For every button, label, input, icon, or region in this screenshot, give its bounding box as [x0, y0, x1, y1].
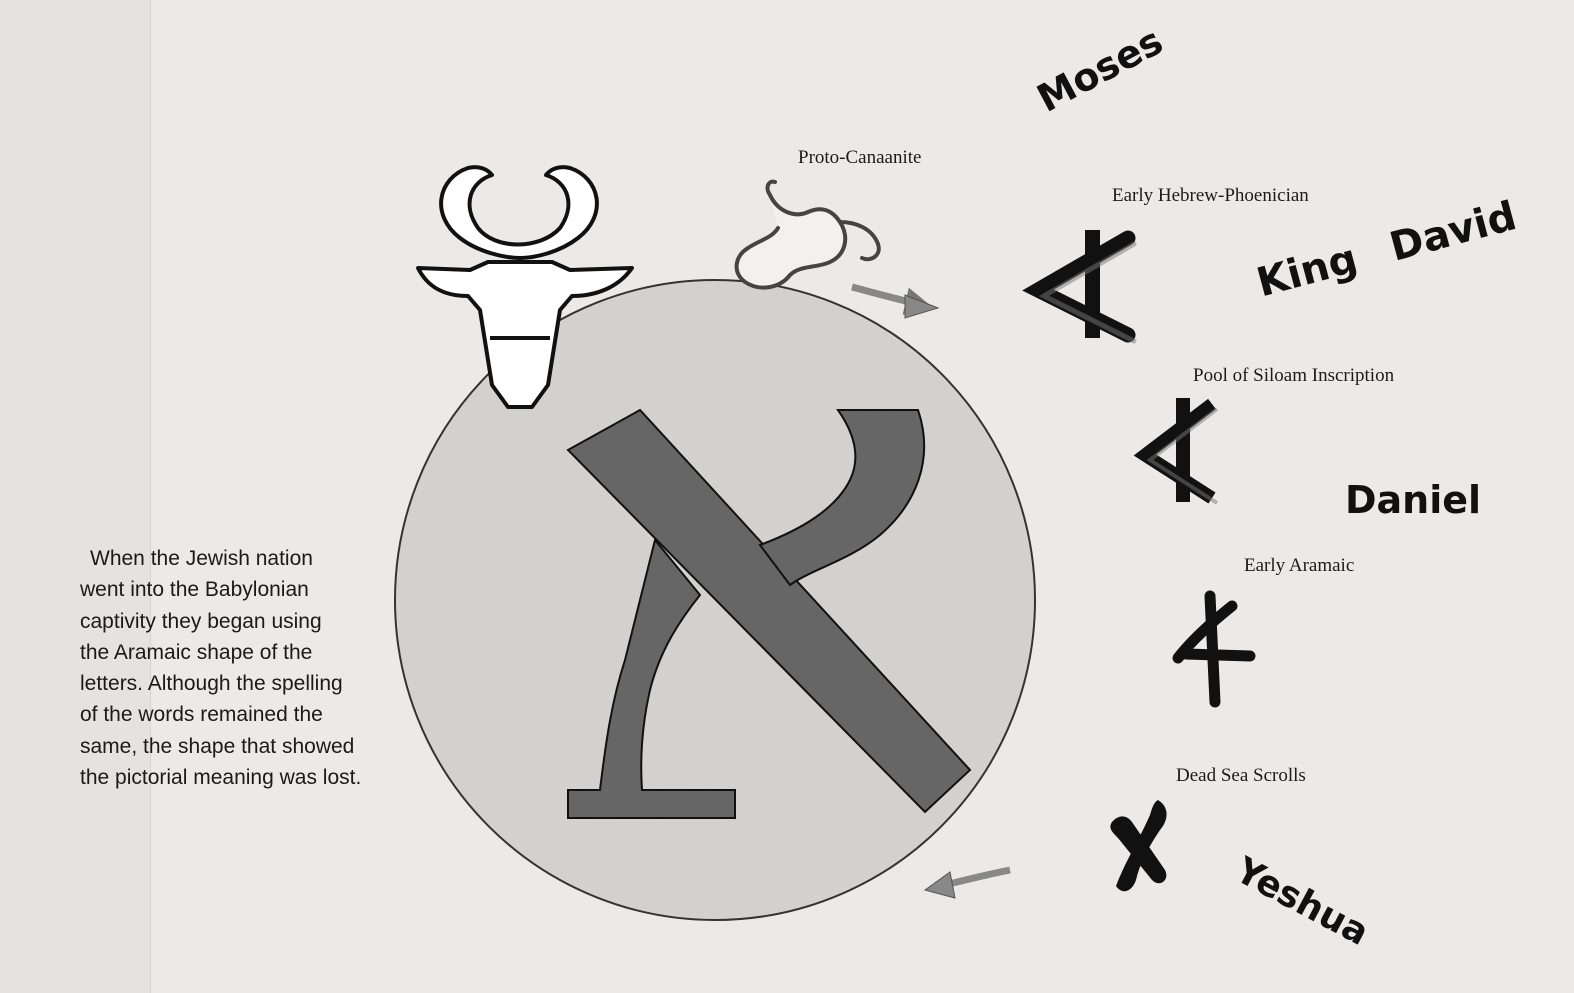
label-proto-canaanite: Proto-Canaanite [798, 147, 921, 169]
caption-line: same, the shape that showed [80, 731, 440, 762]
pool-of-siloam-aleph-glyph [1145, 398, 1217, 503]
caption-paragraph: When the Jewish nation went into the Bab… [80, 543, 440, 793]
label-dead-sea-scrolls: Dead Sea Scrolls [1176, 765, 1306, 787]
caption-line: the pictorial meaning was lost. [80, 762, 440, 793]
caption-line: letters. Although the spelling [80, 668, 440, 699]
caption-line: When the Jewish nation [80, 543, 440, 574]
early-aramaic-aleph-glyph [1178, 596, 1250, 702]
proto-canaanite-glyph [737, 182, 879, 288]
caption-line: the Aramaic shape of the [80, 637, 440, 668]
label-early-aramaic: Early Aramaic [1244, 555, 1354, 577]
caption-line: went into the Babylonian [80, 574, 440, 605]
dead-sea-scrolls-aleph-glyph [1110, 800, 1166, 891]
transition-arrow-bottom [945, 870, 1010, 885]
label-early-hebrew-phoenician: Early Hebrew-Phoenician [1112, 185, 1309, 207]
figure-daniel: Daniel [1345, 478, 1481, 522]
label-pool-of-siloam: Pool of Siloam Inscription [1193, 365, 1394, 387]
caption-line: captivity they began using [80, 606, 440, 637]
early-hebrew-aleph-glyph [1038, 230, 1134, 341]
caption-line: of the words remained the [80, 699, 440, 730]
